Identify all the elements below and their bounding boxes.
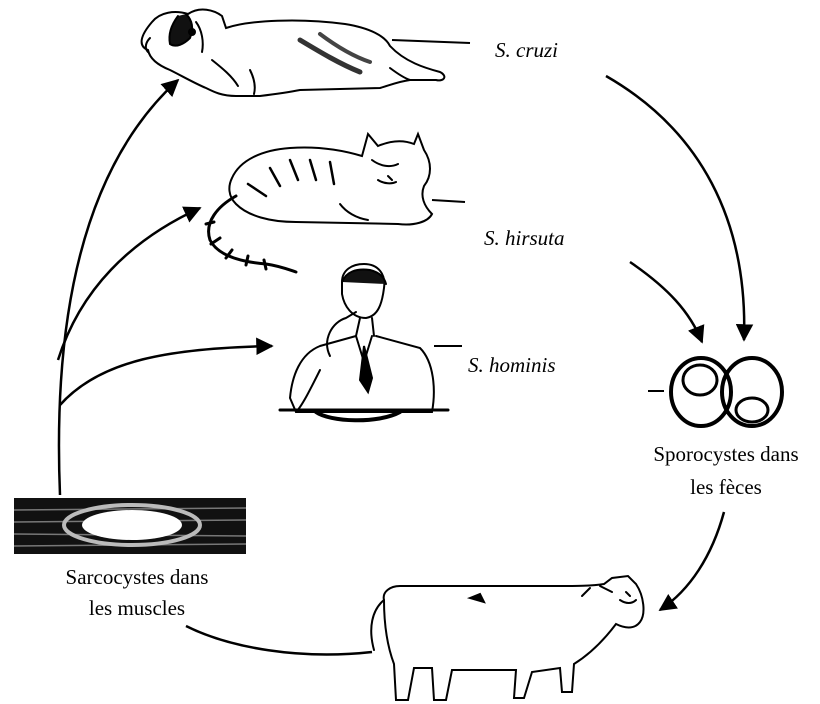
arrow-muscle-to-dog bbox=[59, 80, 178, 495]
sporocyst-eggs-icon bbox=[648, 358, 782, 426]
arrow-sporocysts-to-cow bbox=[660, 512, 724, 610]
man-eating-icon bbox=[280, 264, 448, 420]
dog-connector bbox=[392, 40, 470, 43]
cow-icon bbox=[371, 576, 643, 700]
arrow-hirsuta-to-sporocysts bbox=[630, 262, 702, 342]
muscle-tissue-icon bbox=[14, 498, 246, 554]
sarcocysts-label-line2: les muscles bbox=[89, 596, 185, 620]
sarcocysts-label-line1: Sarcocystes dans bbox=[66, 565, 209, 589]
arrow-to-man bbox=[60, 346, 272, 405]
cat-connector bbox=[432, 200, 465, 202]
arrow-cow-to-muscles bbox=[186, 626, 372, 654]
sporocysts-label-line2: les fèces bbox=[690, 475, 762, 499]
species-label-cruzi: S. cruzi bbox=[495, 38, 558, 62]
arrow-to-cat bbox=[58, 208, 200, 360]
species-label-hirsuta: S. hirsuta bbox=[484, 226, 565, 250]
cat-icon bbox=[206, 134, 432, 272]
dog-icon bbox=[142, 10, 445, 96]
species-label-hominis: S. hominis bbox=[468, 353, 556, 377]
sporocysts-label-line1: Sporocystes dans bbox=[653, 442, 798, 466]
